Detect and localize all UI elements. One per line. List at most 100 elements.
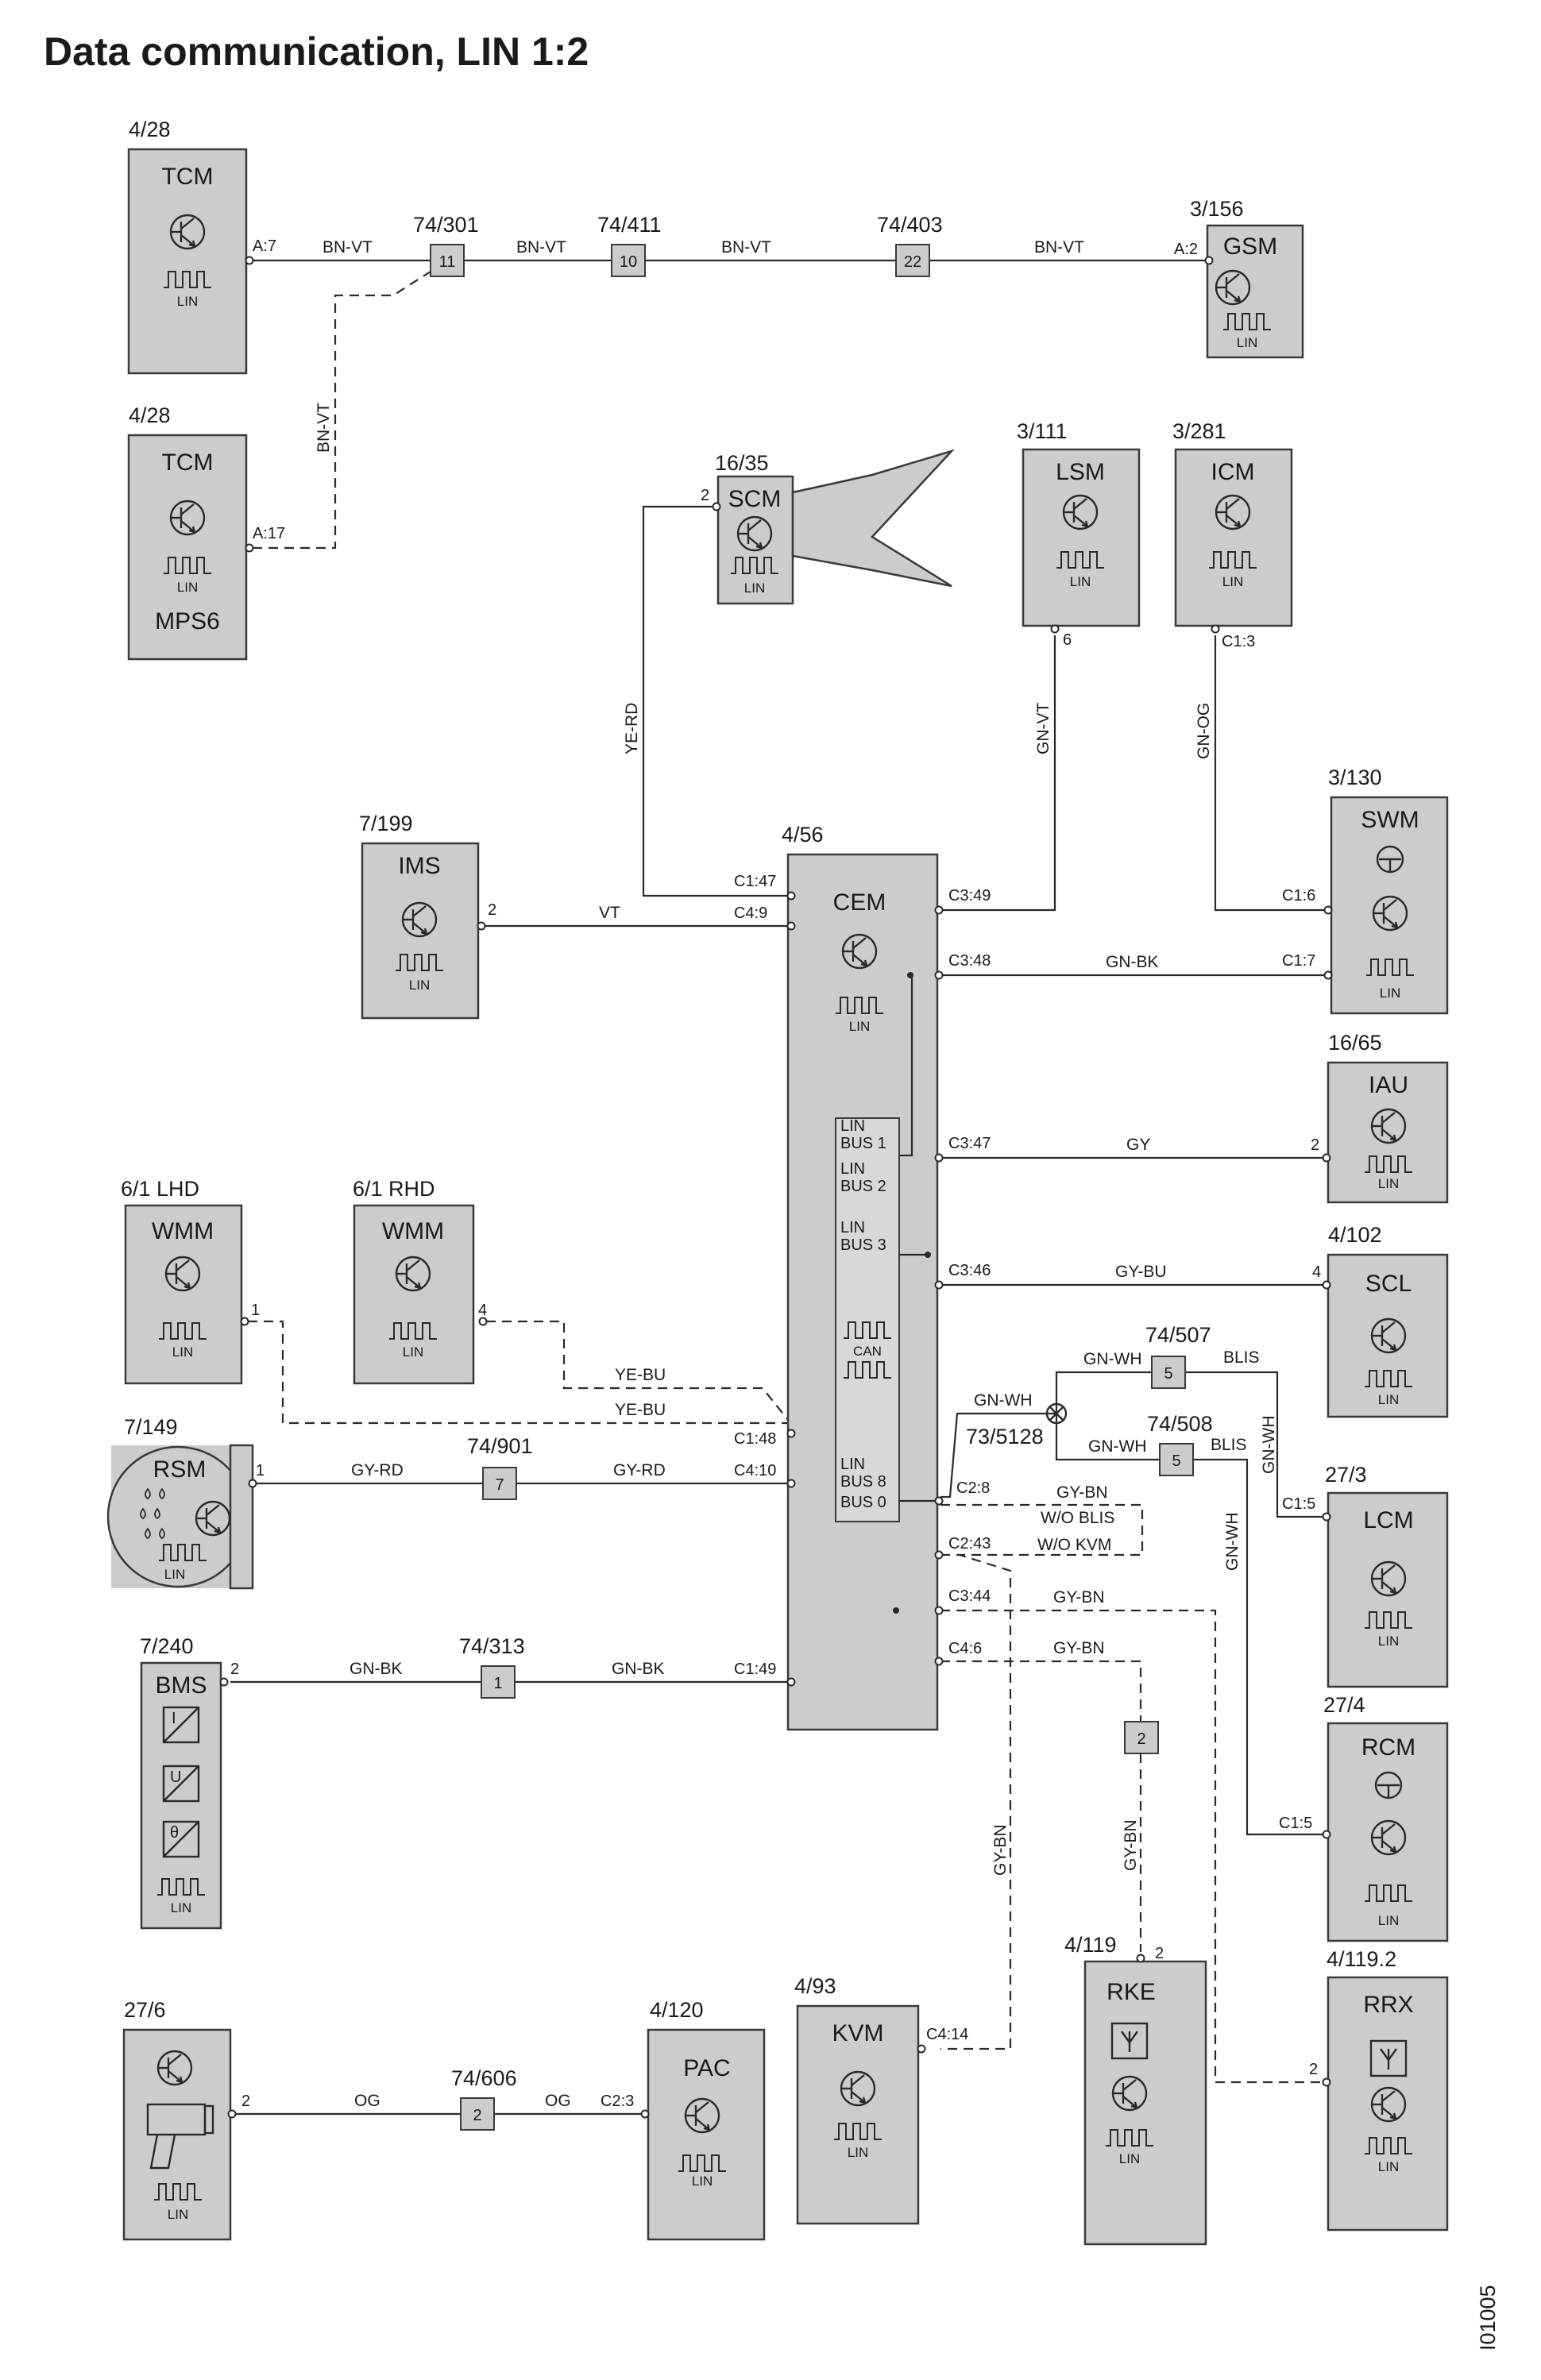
- gsm-module: 3/156 GSM LIN A:2: [1174, 197, 1304, 359]
- svg-text:GN-WH: GN-WH: [1260, 1416, 1278, 1474]
- svg-text:GY-BN: GY-BN: [1053, 1639, 1105, 1657]
- svg-text:GY-RD: GY-RD: [351, 1461, 404, 1479]
- swm-module: 3/130 SWM LIN C1:6 C1:7: [1282, 766, 1449, 1015]
- svg-text:C2:3: C2:3: [601, 2093, 634, 2110]
- svg-text:GY-BN: GY-BN: [1056, 1483, 1108, 1502]
- wire-labels: BN-VT BN-VT BN-VT BN-VT BN-VT YE-RD VT G…: [315, 238, 1278, 2110]
- svg-text:74/901: 74/901: [467, 1434, 533, 1458]
- svg-text:KVM: KVM: [832, 2020, 883, 2046]
- svg-text:IMS: IMS: [398, 853, 440, 879]
- antenna-icon: [1369, 2039, 1408, 2077]
- svg-text:74/403: 74/403: [877, 213, 943, 237]
- svg-text:LIN: LIN: [1237, 335, 1257, 350]
- svg-text:7/240: 7/240: [140, 1634, 194, 1658]
- svg-text:2: 2: [701, 487, 709, 504]
- svg-text:C3:48: C3:48: [948, 952, 991, 970]
- svg-text:C2:43: C2:43: [948, 1535, 991, 1553]
- current-sensor-icon: I: [162, 1706, 200, 1744]
- svg-text:4/119.2: 4/119.2: [1327, 1947, 1396, 1971]
- svg-text:LIN: LIN: [840, 1117, 865, 1135]
- svg-text:RSM: RSM: [153, 1456, 207, 1483]
- rsm-module: 7/149 RSM LIN 1: [106, 1415, 265, 1590]
- svg-text:22: 22: [904, 253, 921, 271]
- svg-text:27/4: 27/4: [1323, 1693, 1365, 1717]
- svg-text:TCM: TCM: [162, 164, 214, 190]
- svg-text:CEM: CEM: [833, 889, 886, 916]
- antenna-icon: [1110, 2022, 1149, 2060]
- svg-text:LIN: LIN: [744, 581, 765, 596]
- svg-text:GN-WH: GN-WH: [1223, 1513, 1242, 1571]
- steering-wheel-icon: [1376, 845, 1404, 874]
- svg-text:4: 4: [1312, 1263, 1321, 1281]
- svg-text:C1:3: C1:3: [1222, 633, 1255, 650]
- ims-module: 7/199 IMS LIN 2: [359, 812, 496, 1020]
- rain-drops-icon: [140, 1487, 165, 1540]
- svg-text:74/411: 74/411: [597, 213, 662, 237]
- svg-text:16/35: 16/35: [715, 451, 769, 475]
- splice-icon: [1045, 1402, 1068, 1425]
- iau-module: 16/65 IAU LIN 2: [1311, 1031, 1449, 1204]
- svg-text:LIN: LIN: [164, 1567, 185, 1582]
- svg-text:3/111: 3/111: [1017, 419, 1068, 443]
- svg-text:LIN: LIN: [403, 1344, 423, 1360]
- svg-text:LIN: LIN: [1222, 574, 1243, 589]
- svg-text:MPS6: MPS6: [155, 608, 220, 635]
- svg-text:C4:10: C4:10: [734, 1462, 776, 1479]
- svg-text:A:17: A:17: [253, 525, 285, 542]
- svg-text:BUS 2: BUS 2: [840, 1178, 886, 1195]
- svg-text:27/3: 27/3: [1325, 1463, 1367, 1487]
- svg-text:BN-VT: BN-VT: [516, 238, 566, 257]
- svg-text:11: 11: [439, 253, 456, 271]
- svg-text:SCL: SCL: [1365, 1271, 1412, 1297]
- svg-text:7/199: 7/199: [359, 812, 413, 835]
- svg-text:GY-BN: GY-BN: [1053, 1588, 1105, 1607]
- svg-text:U: U: [170, 1769, 181, 1786]
- scl-module: 4/102 SCL LIN 4: [1312, 1223, 1449, 1418]
- wmm-rhd-module: 6/1 RHD WMM LIN 4: [353, 1177, 488, 1385]
- svg-text:C4:9: C4:9: [734, 905, 767, 922]
- cem-module: 4/56 CEM LIN LIN BUS 1 LIN BUS 2 LIN BUS…: [734, 823, 991, 1731]
- figure-id: I01005: [1476, 2285, 1500, 2351]
- svg-text:LIN: LIN: [168, 2207, 188, 2222]
- svg-text:C1:7: C1:7: [1282, 952, 1315, 970]
- svg-text:GY-BN: GY-BN: [1122, 1819, 1140, 1871]
- svg-text:6/1 RHD: 6/1 RHD: [353, 1177, 435, 1201]
- svg-text:I: I: [172, 1710, 176, 1727]
- svg-text:YE-BU: YE-BU: [615, 1401, 666, 1419]
- svg-text:BMS: BMS: [155, 1672, 207, 1699]
- svg-text:4: 4: [478, 1302, 487, 1319]
- svg-text:C3:47: C3:47: [948, 1135, 991, 1152]
- svg-text:LIN: LIN: [1070, 574, 1091, 589]
- bms-module: 7/240 BMS I U θ LIN 2: [140, 1634, 239, 1930]
- svg-text:LIN: LIN: [177, 580, 198, 595]
- svg-text:BN-VT: BN-VT: [322, 238, 373, 257]
- svg-text:27/6: 27/6: [124, 1998, 166, 2022]
- svg-text:4/28: 4/28: [129, 403, 171, 427]
- svg-text:LIN: LIN: [1378, 1634, 1399, 1649]
- svg-text:16/65: 16/65: [1328, 1031, 1382, 1055]
- svg-text:4/28: 4/28: [129, 118, 171, 141]
- svg-text:A:2: A:2: [1174, 241, 1198, 258]
- voltage-sensor-icon: U: [162, 1765, 200, 1803]
- svg-text:LIN: LIN: [172, 1344, 193, 1360]
- svg-text:LIN: LIN: [1378, 1392, 1399, 1407]
- temperature-sensor-icon: θ: [162, 1820, 200, 1858]
- scm-module: 16/35 SCM LIN 2: [701, 449, 956, 605]
- svg-text:74/507: 74/507: [1145, 1323, 1211, 1347]
- svg-text:BLIS: BLIS: [1223, 1348, 1260, 1367]
- svg-text:RKE: RKE: [1107, 1979, 1156, 2005]
- svg-text:LIN: LIN: [1378, 1913, 1399, 1928]
- steering-wheel-icon: [1374, 1771, 1403, 1799]
- svg-text:3/130: 3/130: [1328, 766, 1382, 789]
- svg-text:4/120: 4/120: [650, 1998, 704, 2022]
- svg-text:LIN: LIN: [1378, 1176, 1399, 1191]
- svg-text:BN-VT: BN-VT: [1034, 238, 1084, 257]
- svg-text:BN-VT: BN-VT: [315, 403, 333, 453]
- lsm-module: 3/111 LSM LIN 6: [1017, 419, 1141, 649]
- svg-text:C4:6: C4:6: [948, 1640, 982, 1657]
- page-title: Data communication, LIN 1:2: [44, 29, 589, 74]
- svg-text:IAU: IAU: [1369, 1072, 1408, 1098]
- pac-module: 4/120 PAC LIN C2:3: [601, 1998, 766, 2241]
- svg-text:BLIS: BLIS: [1211, 1436, 1247, 1454]
